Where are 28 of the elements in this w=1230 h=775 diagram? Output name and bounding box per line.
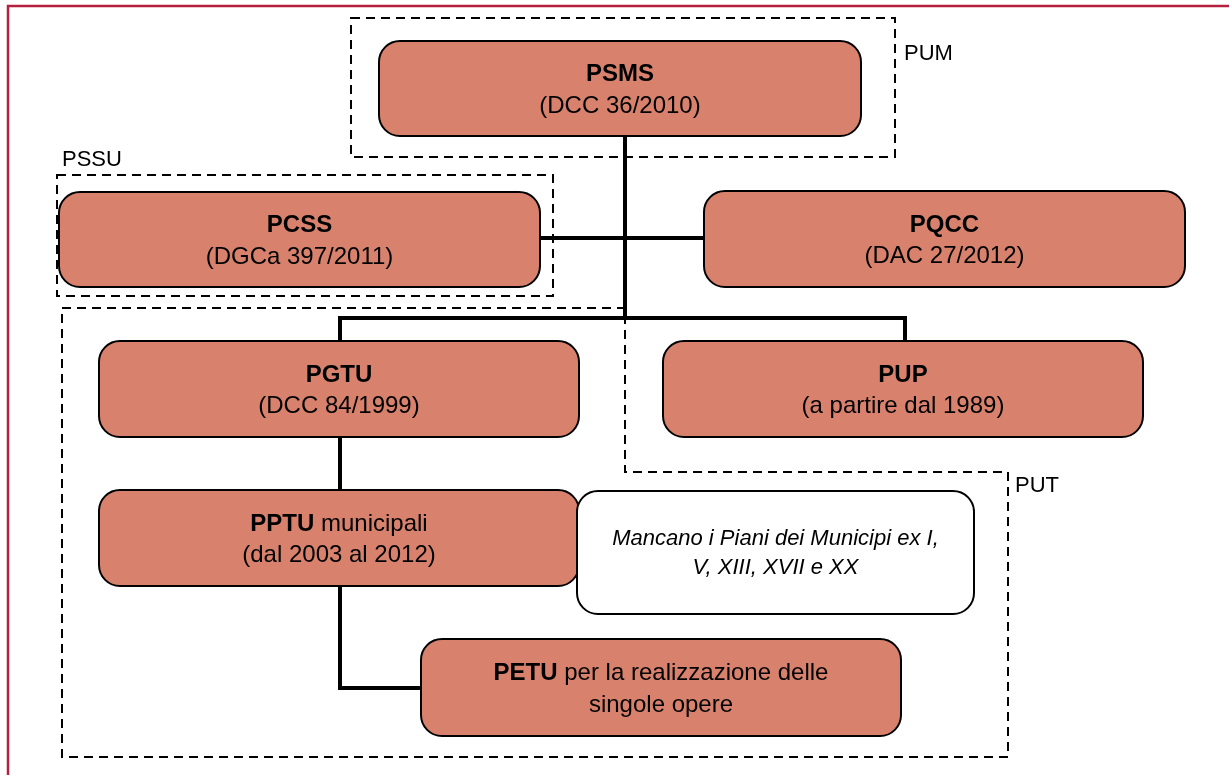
plan-title: PPTU municipali	[250, 507, 428, 538]
plan-box	[420, 638, 902, 737]
group-label: PUT	[1015, 472, 1059, 498]
plan-box	[58, 191, 541, 288]
plan-box	[662, 340, 1144, 438]
plan-title: PQCC	[909, 208, 980, 239]
plan-subtitle: (DCC 84/1999)	[258, 390, 420, 420]
note-box	[576, 490, 975, 615]
plan-subtitle: (DCC 36/2010)	[539, 89, 701, 120]
plan-subtitle: (DGCa 397/2011)	[205, 240, 394, 271]
plan-subtitle: PETU per la realizzazione delle singole opere	[492, 657, 830, 719]
plan-box	[378, 40, 862, 137]
plan-subtitle: (DAC 27/2012)	[864, 240, 1025, 270]
plan-box	[98, 489, 580, 587]
plan-subtitle: (a partire dal 1989)	[801, 390, 1005, 420]
plan-box	[703, 190, 1186, 288]
connector-line	[623, 137, 907, 340]
plan-title: PCSS	[266, 209, 333, 240]
group-label: PUM	[904, 40, 953, 66]
group-label: PSSU	[62, 146, 122, 172]
plan-title: PUP	[878, 358, 928, 389]
connector-line	[338, 587, 420, 690]
plan-title: PGTU	[305, 358, 373, 389]
note-text: Mancano i Piani dei Municipi ex I, V, XIII, XVII e XX	[611, 523, 940, 581]
plan-box	[98, 340, 580, 438]
plan-title: PSMS	[586, 58, 654, 89]
connector-line	[338, 438, 342, 489]
plan-subtitle: (dal 2003 al 2012)	[242, 539, 436, 569]
